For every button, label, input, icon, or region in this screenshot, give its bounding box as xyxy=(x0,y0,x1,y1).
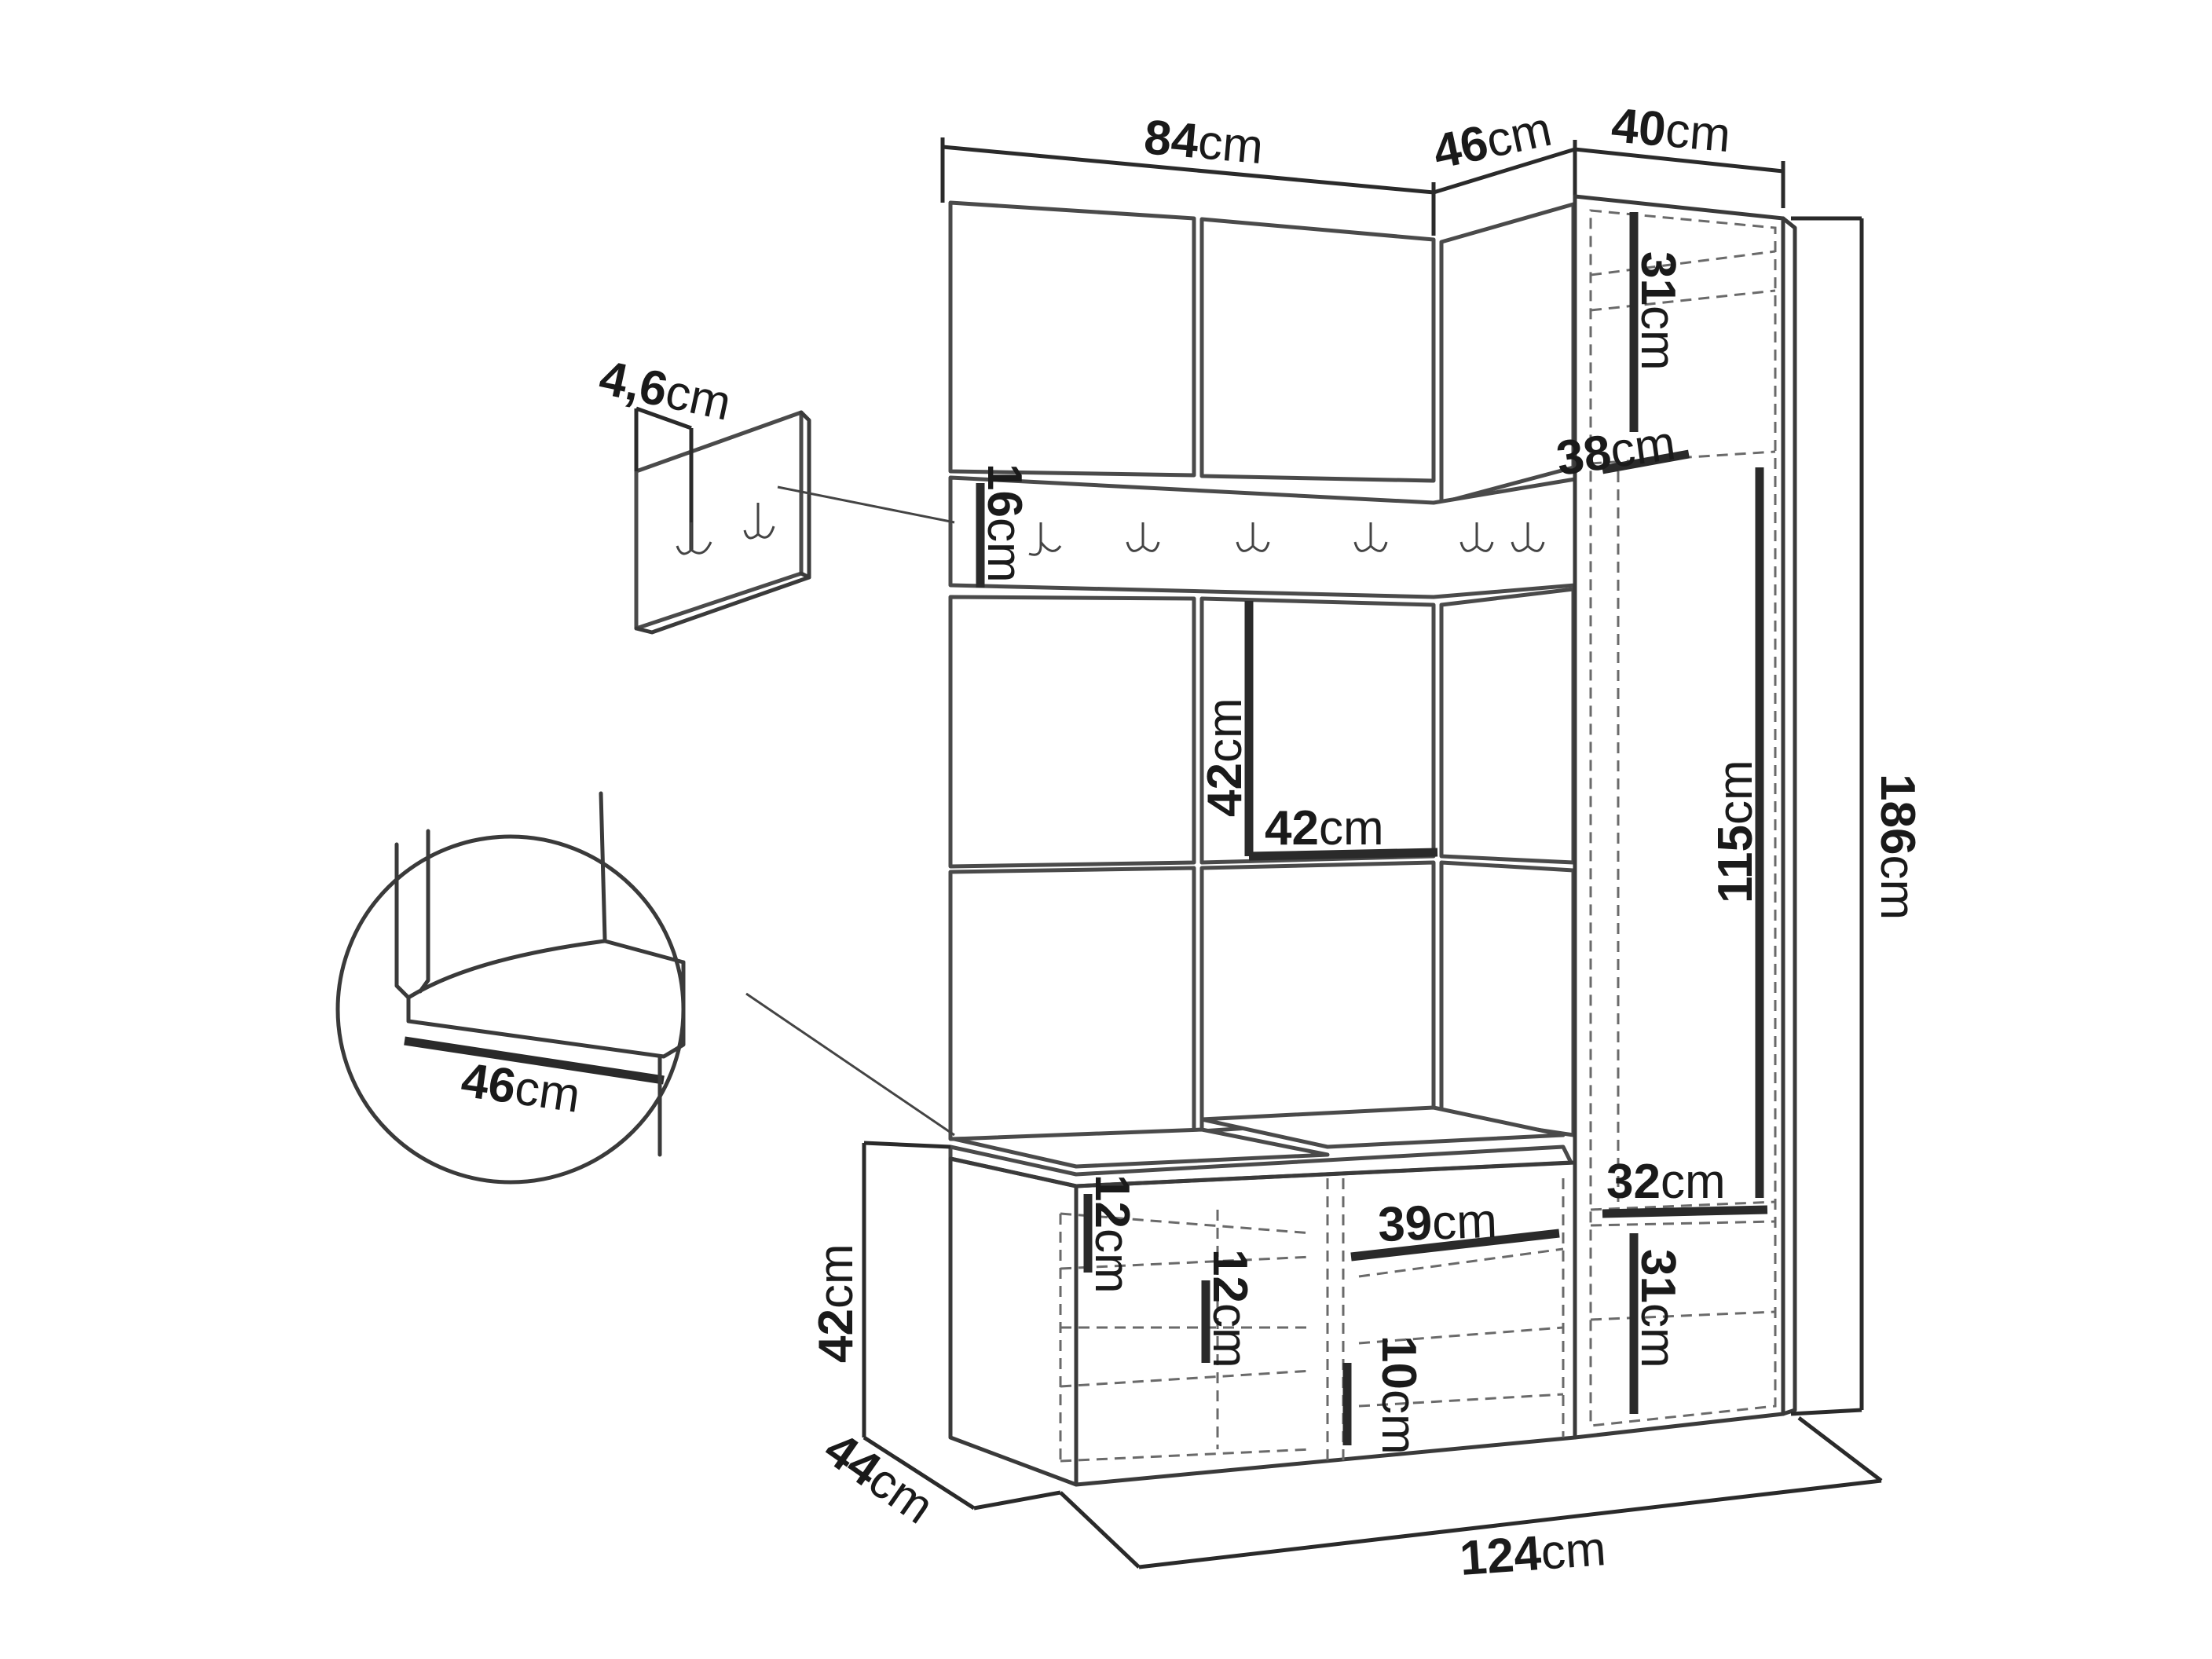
label-42cm-bench: 42cm xyxy=(809,1243,863,1363)
coat-hook-icon xyxy=(676,522,712,555)
label-40cm: 40cm xyxy=(1610,98,1733,163)
label-42cm-horizontal: 42cm xyxy=(1265,801,1384,855)
coat-hook-icon xyxy=(743,503,775,540)
top-dimension-lines xyxy=(940,137,1785,236)
label-10cm: 10cm xyxy=(1372,1335,1426,1455)
coat-hook-icon xyxy=(1236,522,1270,552)
label-44cm: 44cm xyxy=(815,1422,943,1534)
hook-detail-inset xyxy=(634,406,955,635)
hook-rail xyxy=(948,475,1577,599)
label-31cm-top: 31cm xyxy=(1631,251,1685,371)
label-46cm-top: 46cm xyxy=(1429,102,1557,180)
rail-hooks xyxy=(1028,522,1545,556)
cushion-detail-circle xyxy=(335,791,955,1185)
coat-hook-icon xyxy=(1511,522,1545,552)
label-12cm-b: 12cm xyxy=(1203,1249,1257,1368)
label-4-6cm: 4,6cm xyxy=(595,350,736,431)
label-124cm: 124cm xyxy=(1458,1522,1607,1586)
label-38cm: 38cm xyxy=(1553,416,1679,485)
label-39cm: 39cm xyxy=(1377,1194,1498,1252)
label-12cm-a: 12cm xyxy=(1085,1174,1139,1294)
bench xyxy=(948,1105,1577,1487)
panel-dimension-bars xyxy=(976,483,1438,861)
coat-hook-icon xyxy=(1028,522,1062,556)
total-height-dimension xyxy=(1790,216,1864,1416)
wardrobe-cabinet xyxy=(1573,194,1797,1440)
bottom-dimension-lines xyxy=(862,1141,1883,1569)
label-46cm-cushion: 46cm xyxy=(458,1053,584,1123)
label-16cm: 16cm xyxy=(977,463,1031,583)
label-84cm: 84cm xyxy=(1142,110,1265,174)
coat-hook-icon xyxy=(1353,522,1388,552)
label-42cm-vertical: 42cm xyxy=(1198,698,1252,817)
label-115cm: 115cm xyxy=(1708,760,1763,903)
label-31cm-bottom: 31cm xyxy=(1631,1249,1685,1368)
label-186cm: 186cm xyxy=(1870,774,1925,920)
wall-panels-left xyxy=(948,200,1577,1141)
coat-hook-icon xyxy=(1459,522,1494,552)
coat-hook-icon xyxy=(1126,522,1160,552)
label-32cm: 32cm xyxy=(1606,1155,1726,1209)
